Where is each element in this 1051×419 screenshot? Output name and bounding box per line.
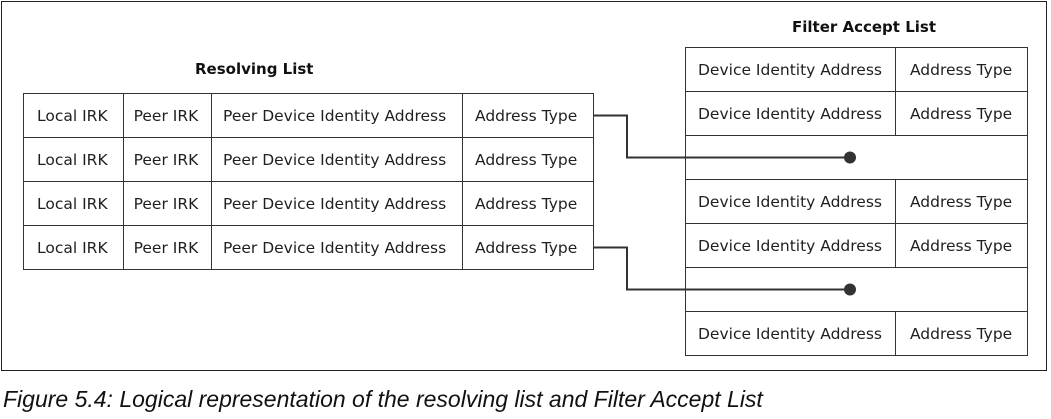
filter-accept-list-row: Device Identity Address Address Type (685, 47, 1029, 92)
peer-irk-cell: Peer IRK (122, 181, 213, 226)
local-irk-cell-label: Local IRK (37, 106, 108, 125)
local-irk-cell-label: Local IRK (37, 194, 108, 213)
resolving-list-row: Local IRK Peer IRK Peer Device Identity Ad… (23, 181, 595, 226)
empty-entry-cell (685, 135, 1028, 180)
filter-accept-list-row: Device Identity Address Address Type (685, 91, 1029, 136)
address-type-cell-label: Address Type (474, 194, 578, 213)
device-identity-address-cell-label: Device Identity Address (698, 104, 882, 123)
local-irk-cell-label: Local IRK (37, 150, 108, 169)
address-type-cell-label: Address Type (909, 60, 1013, 79)
peer-identity-address-cell: Peer Device Identity Address (211, 225, 463, 270)
resolving-list-title: Resolving List (195, 60, 314, 78)
peer-irk-cell-label: Peer IRK (133, 150, 199, 169)
local-irk-cell: Local IRK (23, 225, 124, 270)
address-type-cell: Address Type (894, 179, 1029, 224)
filter-accept-list-title: Filter Accept List (792, 18, 936, 36)
device-identity-address-cell-label: Device Identity Address (698, 60, 882, 79)
peer-identity-address-cell: Peer Device Identity Address (211, 93, 463, 138)
local-irk-cell: Local IRK (23, 181, 124, 226)
address-type-cell-label: Address Type (474, 150, 578, 169)
peer-irk-cell-label: Peer IRK (133, 238, 199, 257)
local-irk-cell: Local IRK (23, 137, 124, 182)
filter-accept-list-row: Device Identity Address Address Type (685, 179, 1029, 224)
address-type-cell: Address Type (894, 47, 1029, 92)
filter-accept-list-row: Device Identity Address Address Type (685, 223, 1029, 268)
address-type-cell: Address Type (894, 223, 1029, 268)
device-identity-address-cell-label: Device Identity Address (698, 236, 882, 255)
empty-entry-cell (685, 267, 1028, 312)
address-type-cell: Address Type (461, 225, 595, 270)
address-type-cell-label: Address Type (474, 238, 578, 257)
peer-identity-address-cell-label: Peer Device Identity Address (223, 238, 447, 257)
peer-identity-address-cell-label: Peer Device Identity Address (223, 106, 447, 125)
filter-accept-list-row-empty (685, 267, 1028, 312)
diagram-frame (1, 1, 1047, 371)
resolving-list-table: Local IRK Peer IRK Peer Device Identity Ad… (23, 93, 595, 270)
filter-accept-list-row: Device Identity Address Address Type (685, 311, 1029, 356)
address-type-cell-label: Address Type (474, 106, 578, 125)
address-type-cell-label: Address Type (909, 192, 1013, 211)
address-type-cell-label: Address Type (909, 104, 1013, 123)
peer-identity-address-cell: Peer Device Identity Address (211, 181, 463, 226)
figure-caption: Figure 5.4: Logical representation of th… (3, 386, 763, 412)
peer-irk-cell: Peer IRK (122, 225, 213, 270)
peer-irk-cell-label: Peer IRK (133, 106, 199, 125)
device-identity-address-cell: Device Identity Address (685, 91, 896, 136)
address-type-cell: Address Type (461, 137, 595, 182)
device-identity-address-cell-label: Device Identity Address (698, 324, 882, 343)
filter-accept-list-row-empty (685, 135, 1028, 180)
address-type-cell: Address Type (894, 311, 1029, 356)
address-type-cell: Address Type (461, 93, 595, 138)
device-identity-address-cell: Device Identity Address (685, 223, 896, 268)
address-type-cell: Address Type (461, 181, 595, 226)
device-identity-address-cell: Device Identity Address (685, 179, 896, 224)
device-identity-address-cell: Device Identity Address (685, 311, 896, 356)
address-type-cell-label: Address Type (909, 324, 1013, 343)
address-type-cell-label: Address Type (909, 236, 1013, 255)
local-irk-cell: Local IRK (23, 93, 124, 138)
device-identity-address-cell-label: Device Identity Address (698, 192, 882, 211)
peer-identity-address-cell-label: Peer Device Identity Address (223, 194, 447, 213)
resolving-list-row: Local IRK Peer IRK Peer Device Identity Ad… (23, 137, 595, 182)
address-type-cell: Address Type (894, 91, 1029, 136)
local-irk-cell-label: Local IRK (37, 238, 108, 257)
peer-irk-cell-label: Peer IRK (133, 194, 199, 213)
peer-identity-address-cell-label: Peer Device Identity Address (223, 150, 447, 169)
resolving-list-row: Local IRK Peer IRK Peer Device Identity Ad… (23, 225, 595, 270)
peer-irk-cell: Peer IRK (122, 93, 213, 138)
device-identity-address-cell: Device Identity Address (685, 47, 896, 92)
peer-irk-cell: Peer IRK (122, 137, 213, 182)
resolving-list-row: Local IRK Peer IRK Peer Device Identity Ad… (23, 93, 595, 138)
peer-identity-address-cell: Peer Device Identity Address (211, 137, 463, 182)
